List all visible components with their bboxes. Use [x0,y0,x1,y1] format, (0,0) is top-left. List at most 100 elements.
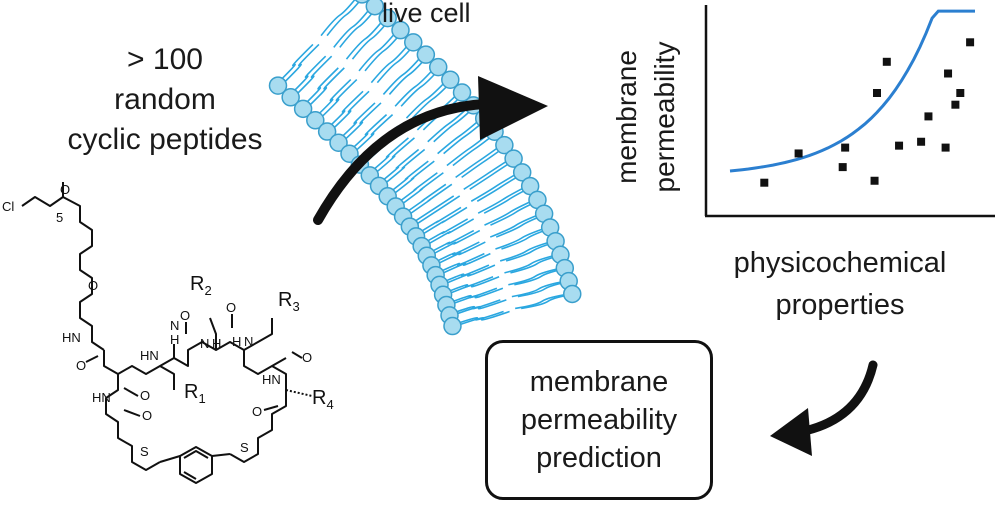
prediction-line-1: membrane [529,366,669,398]
lipid-head [562,284,582,304]
r2-label: R2 [190,273,212,298]
lipid-head [428,57,448,77]
lipid-tail [439,275,494,296]
lipid-tail [274,43,314,87]
scatter-point [760,178,769,187]
lipid-head [354,0,370,4]
lipid-tail [434,241,486,267]
n-label-1: N [170,318,179,333]
x-label-line-1: physicochemical [733,247,947,279]
lipid-tail [351,114,394,155]
lipid-head [504,149,523,168]
oxygen-label-1: O [60,182,70,197]
chart-x-axis-label: physicochemical properties [690,242,990,326]
lipid-head [443,316,462,336]
lipid-tail [463,157,512,190]
chlorine-label: Cl [2,199,14,214]
scatter-point [956,89,965,97]
oxygen-label-4: O [140,388,150,403]
lipid-tail [329,90,370,133]
lipid-tail [399,183,447,218]
lipid-tail [436,264,490,286]
r4-label: R4 [312,387,334,412]
lipid-tail [333,5,373,48]
lipid-tail [484,199,535,226]
lipid-tail [470,171,520,202]
lipid-head [268,76,288,95]
lipid-tail [398,172,444,208]
lipid-head [441,70,460,89]
scatter-point [917,137,926,146]
hn-label-4: HN [262,372,281,387]
sulfur-label-1: S [140,444,149,459]
scatter-point [841,143,850,152]
lipid-tail [317,79,358,121]
lipid-bilayer-membrane [268,0,582,336]
fit-curve [729,9,975,173]
lipid-head [281,88,300,107]
lipid-tail [428,241,480,267]
oxygen-label-3: O [76,358,86,373]
scatter-point [941,143,950,152]
r3-label: R3 [278,289,300,314]
lipid-tail [427,104,471,143]
lipid-tail [394,66,436,107]
lipid-tail [511,280,566,298]
lipid-tail [334,102,376,144]
intro-line-3: cyclic peptides [67,123,263,156]
scatter-point [895,141,904,150]
lipid-head [317,122,337,141]
lipid-head [416,45,436,64]
lipid-tail [477,185,528,214]
lipid-head [391,20,410,40]
scatter-point [870,176,879,185]
lipid-head [365,0,385,16]
lipid-tail [339,5,379,48]
lipid-tail [489,212,542,238]
scatter-chart [704,5,995,218]
lipid-tail [504,253,558,274]
lipid-head [404,33,423,52]
lipid-tail [449,287,504,306]
live-cell-label: live cell [382,0,471,28]
lipid-tail [382,54,424,95]
prediction-text: membrane permeability prediction [521,363,677,477]
hn-label-2: HN [140,348,159,363]
lipid-tail [372,137,415,176]
hn-label-3: HN [92,390,111,405]
h-label-1: H [170,332,179,347]
lipid-head [495,135,514,155]
lipid-tail [429,229,481,257]
lipid-head [512,163,532,182]
lipid-tail [293,55,333,98]
molecule-labels: Cl 5 O O HN O HN O HN O N H N H O O N H … [2,182,334,459]
lipid-tail [445,275,500,296]
lipid-tail [405,79,448,119]
lipid-tail [388,54,430,95]
lipid-tail [364,29,405,72]
scatter-point [838,163,847,172]
subscript-5-label: 5 [56,210,63,225]
scatter-point [951,100,960,109]
lipid-tail [499,240,553,262]
lipid-head [306,111,325,130]
scatter-point [882,57,891,66]
oxygen-label-8: O [302,350,312,365]
curved-arrow-to-prediction [770,360,878,456]
lipid-tail [495,226,548,250]
lipid-tail [515,293,570,310]
lipid-tail [455,144,502,179]
prediction-line-3: prediction [536,442,662,474]
lipid-tail [299,67,339,110]
lipid-tail [323,90,364,133]
lipid-tail [423,229,475,257]
lipid-tail [455,310,510,327]
n-label-2: N [200,336,209,351]
lipid-tail [384,160,429,197]
lipid-tail [280,43,320,87]
scatter-point [966,38,975,47]
x-label-line-2: properties [775,289,905,321]
scatter-point [944,69,953,78]
scatter-point [873,89,881,97]
